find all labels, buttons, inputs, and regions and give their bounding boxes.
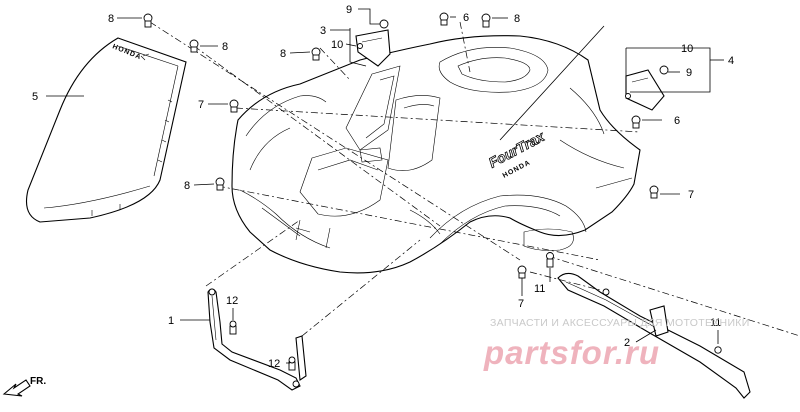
callout-11-bottom: 11: [534, 283, 545, 295]
bolt-8-top-left: [143, 13, 153, 28]
callout-1: 1: [168, 315, 174, 327]
callout-10-right: 10: [681, 43, 693, 55]
leader-lines: [46, 8, 724, 364]
bolt-9-right: [659, 65, 669, 75]
bracket-4: [625, 69, 665, 111]
callout-12-lower: 12: [268, 358, 280, 370]
front-direction-indicator: FR.: [2, 376, 46, 397]
callout-4: 4: [728, 55, 734, 67]
watermark: ЗАПЧАСТИ И АКСЕССУАРЫ ДЛЯ МОТОТЕХНИКИ pa…: [483, 317, 750, 371]
direction-label: FR.: [30, 376, 46, 387]
callout-8-left-mid: 8: [280, 48, 286, 60]
bolt-10-right: [625, 93, 631, 99]
front-fender: [231, 35, 641, 274]
bolt-6-right: [631, 115, 641, 129]
bolt-8-left-mid: [311, 47, 321, 61]
callout-7-bottom: 7: [518, 298, 524, 310]
stay-1: [207, 288, 307, 391]
callout-8-top-left: 8: [108, 13, 114, 25]
fasteners: [143, 12, 669, 371]
callout-8-left-low: 8: [184, 180, 190, 192]
callout-12-upper: 12: [226, 295, 238, 307]
bolt-9-top: [379, 19, 389, 29]
front-guard-panel: [25, 37, 187, 223]
callout-labels: 8 8 5 7 8 9 3 10 8 6 8 10 4 9 6 7 7 11 1…: [32, 4, 734, 370]
bolt-8-top-right: [481, 13, 491, 28]
bolt-7-right: [649, 185, 659, 199]
callout-10-top: 10: [331, 39, 343, 51]
callout-2: 2: [624, 337, 630, 349]
bolt-10-top: [357, 43, 363, 49]
callout-6-right: 6: [674, 115, 680, 127]
callout-11-right: 11: [710, 317, 721, 329]
callout-8-left-upper: 8: [222, 41, 228, 53]
bolt-8-left-low: [215, 177, 225, 191]
bolt-6-top: [439, 12, 449, 26]
callout-6-top: 6: [463, 12, 469, 24]
callout-5: 5: [32, 91, 38, 103]
bolt-11-bottom: [546, 252, 554, 268]
callout-9-top: 9: [346, 4, 352, 16]
bolt-7-left: [229, 99, 239, 113]
callout-3: 3: [320, 25, 326, 37]
callout-7-left: 7: [198, 99, 204, 111]
assembly-lines: [149, 21, 800, 337]
arrow-icon: [2, 379, 31, 397]
stay-2: [557, 272, 751, 399]
bolt-7-bottom: [517, 265, 527, 279]
watermark-tagline: ЗАПЧАСТИ И АКСЕССУАРЫ ДЛЯ МОТОТЕХНИКИ: [490, 317, 750, 329]
bolt-12-upper: [229, 320, 237, 335]
callout-9-right: 9: [686, 67, 692, 79]
bolt-12-lower: [288, 356, 296, 371]
callout-8-top-right: 8: [514, 13, 520, 25]
bracket-3: [355, 29, 391, 67]
callout-7-right: 7: [688, 189, 694, 201]
watermark-site: partsfor.ru: [483, 334, 660, 371]
bolt-8-left-upper: [189, 39, 199, 53]
